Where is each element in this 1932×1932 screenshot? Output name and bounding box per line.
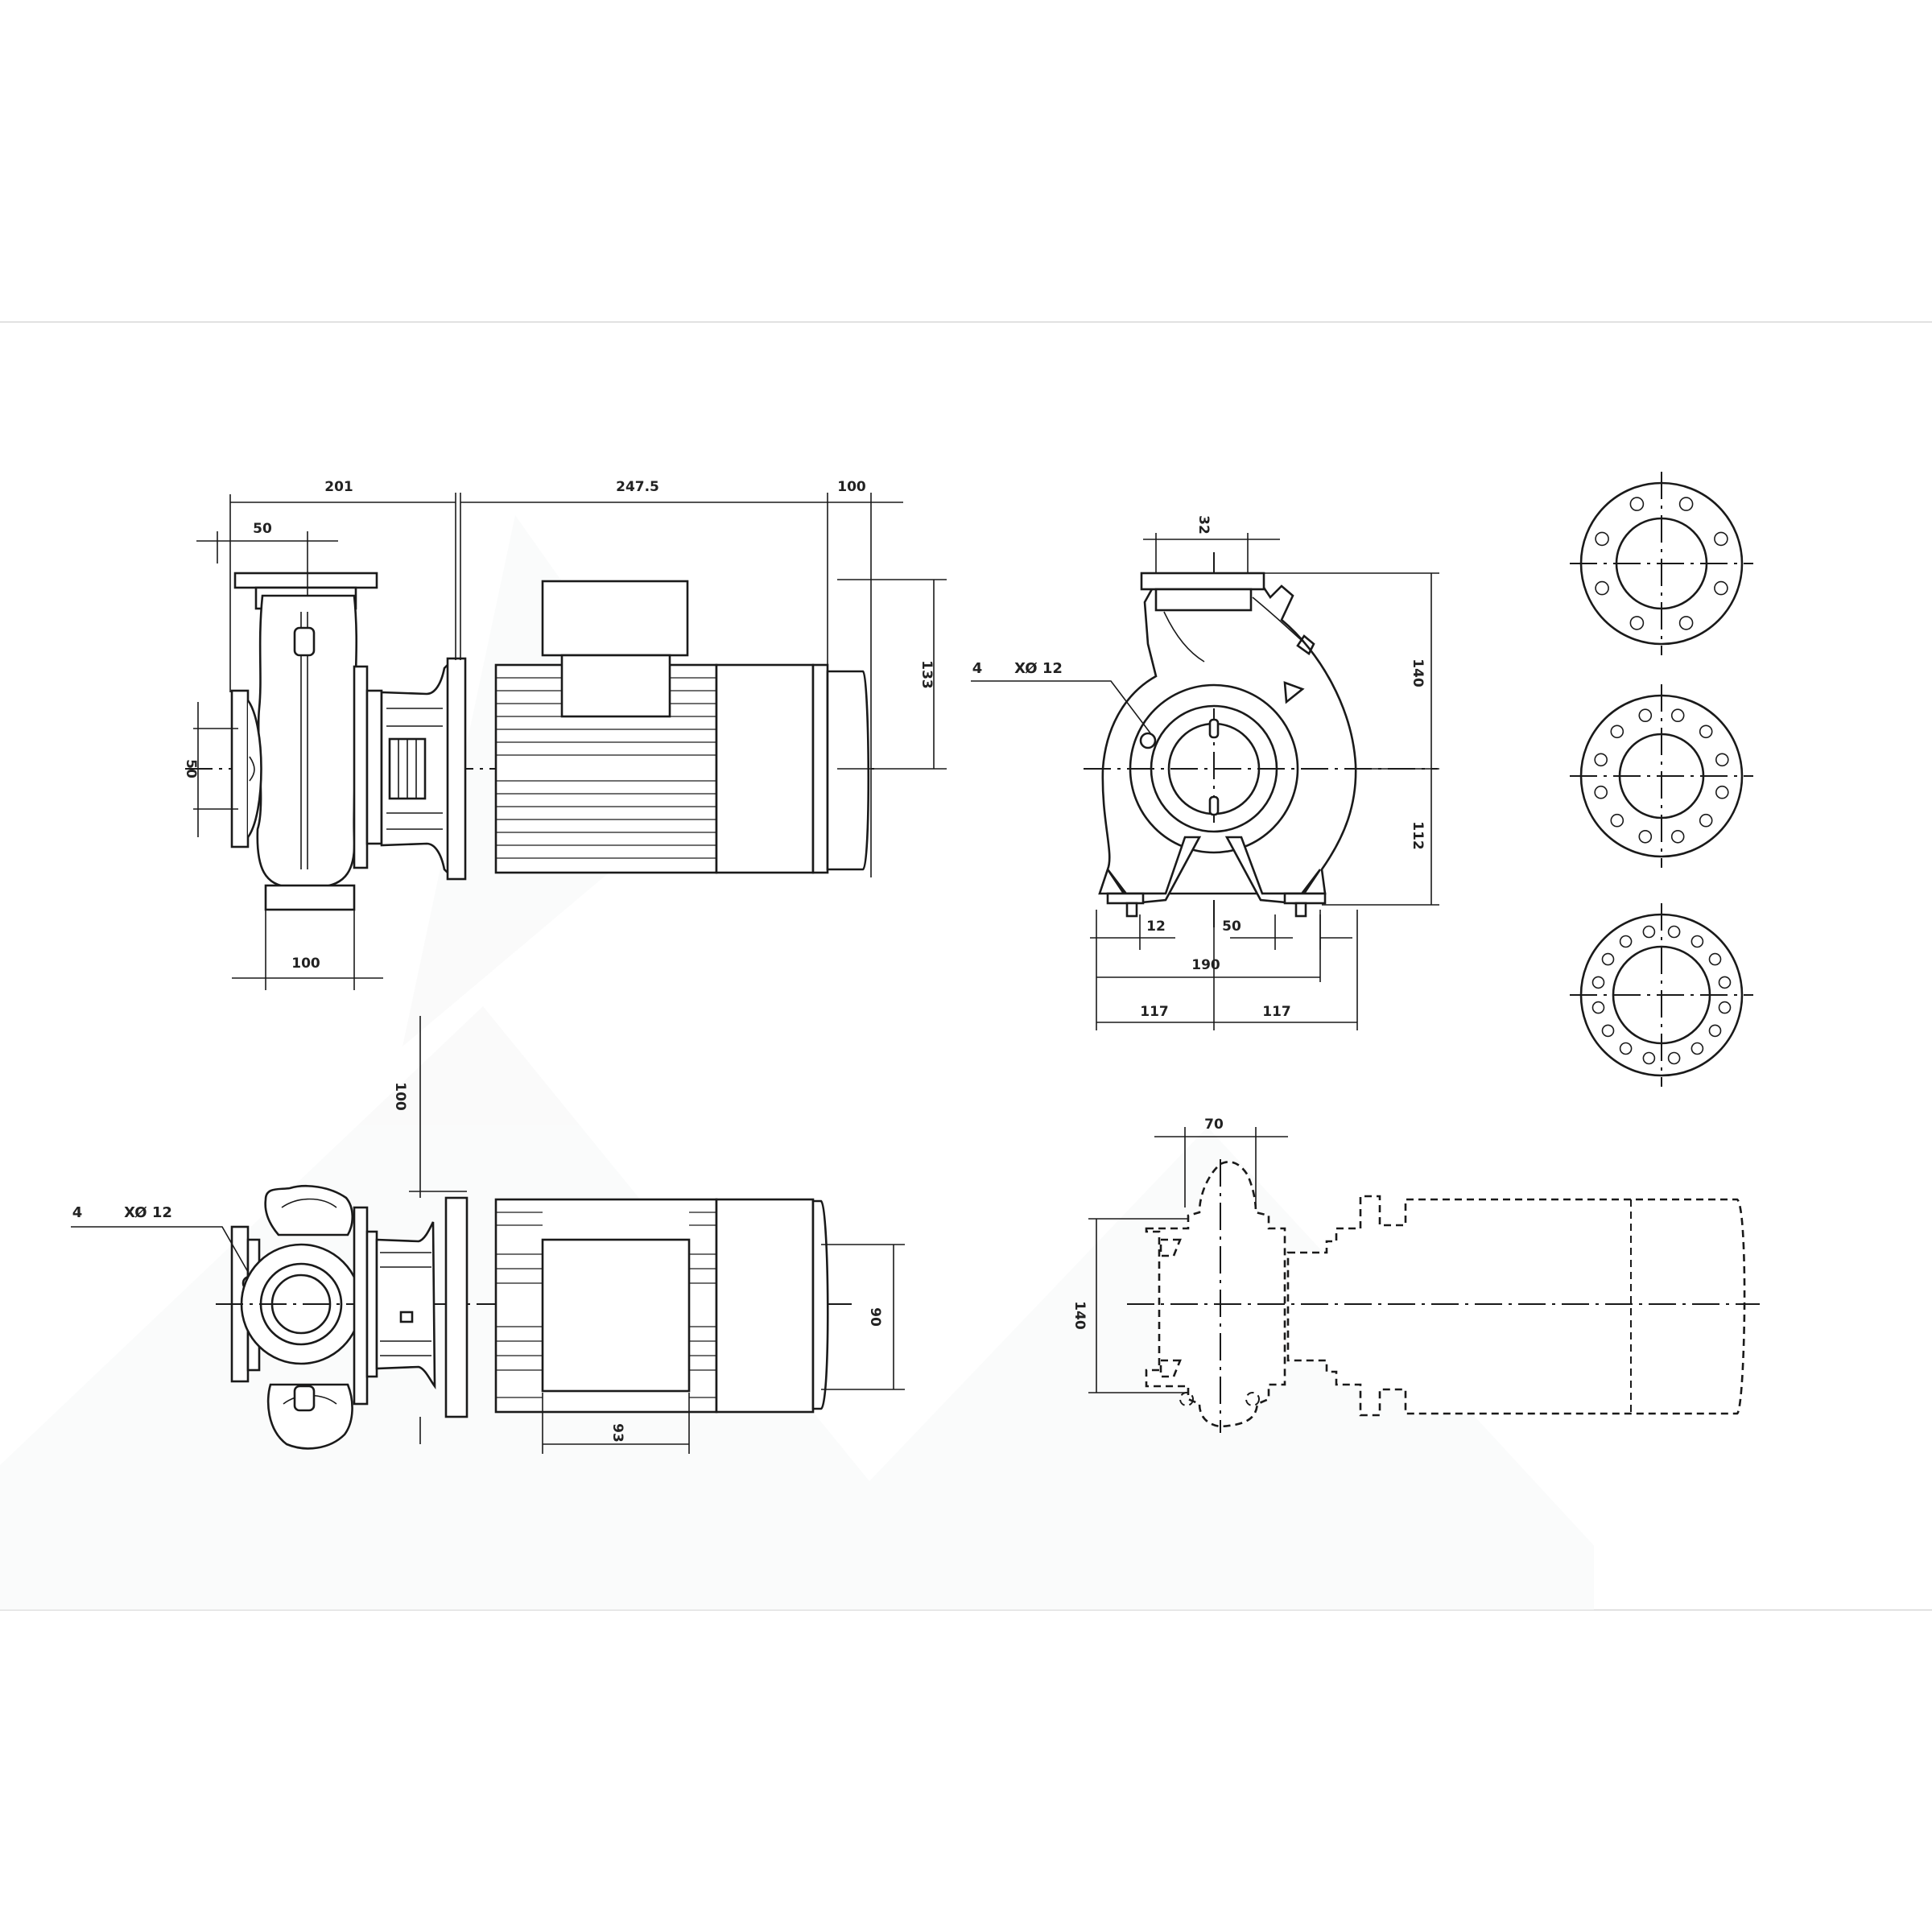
top-hole-spec: XØ 12 bbox=[124, 1204, 172, 1221]
bolt-hole bbox=[1708, 1024, 1722, 1038]
bolt-hole bbox=[1594, 785, 1608, 799]
flange-pattern-12-holes bbox=[1570, 684, 1753, 868]
bolt-hole bbox=[1714, 531, 1728, 547]
bolt-hole bbox=[1591, 1001, 1605, 1014]
bolt-hole bbox=[1610, 813, 1624, 828]
bolt-hole bbox=[1629, 497, 1645, 511]
dim-100-top: 100 bbox=[837, 479, 866, 495]
top-view: 100 90 93 4 XØ 12 bbox=[71, 1016, 905, 1454]
dim-247-5: 247.5 bbox=[616, 479, 659, 495]
front-view: 32 140 112 12 50 190 117 117 4 XØ 12 bbox=[971, 515, 1439, 1030]
bolt-hole bbox=[1638, 708, 1653, 723]
bolt-hole bbox=[1642, 925, 1656, 939]
dim-70: 70 bbox=[1204, 1117, 1224, 1133]
bolt-hole bbox=[1595, 580, 1609, 596]
bolt-hole bbox=[1642, 1051, 1656, 1065]
dim-90: 90 bbox=[867, 1307, 883, 1327]
side-view: 201 50 247.5 100 50 133 100 bbox=[183, 479, 947, 990]
front-hole-count: 4 bbox=[972, 660, 983, 677]
bolt-hole bbox=[1638, 830, 1653, 844]
bolt-hole bbox=[1594, 753, 1608, 767]
dim-201: 201 bbox=[324, 479, 353, 495]
dim-50-side: 50 bbox=[253, 521, 272, 537]
bolt-hole bbox=[1667, 925, 1681, 939]
bolt-hole bbox=[1699, 813, 1713, 828]
dim-93: 93 bbox=[609, 1423, 625, 1443]
alternate-view: 70 140 bbox=[1071, 1117, 1760, 1433]
bolt-hole bbox=[1619, 935, 1633, 948]
dim-12: 12 bbox=[1146, 919, 1166, 935]
top-hole-count: 4 bbox=[72, 1204, 83, 1221]
bolt-hole bbox=[1715, 785, 1729, 799]
dim-100-top-view: 100 bbox=[392, 1082, 408, 1111]
bolt-hole bbox=[1591, 976, 1605, 989]
bolt-hole bbox=[1678, 497, 1694, 511]
dim-140-front: 140 bbox=[1410, 658, 1426, 687]
bolt-hole bbox=[1619, 1042, 1633, 1055]
bolt-hole bbox=[1670, 830, 1685, 844]
dim-140-alt: 140 bbox=[1071, 1301, 1088, 1330]
dim-32: 32 bbox=[1195, 515, 1212, 535]
bolt-hole bbox=[1699, 724, 1713, 739]
bolt-hole bbox=[1629, 616, 1645, 630]
bolt-hole bbox=[1678, 616, 1694, 630]
bolt-hole bbox=[1690, 935, 1704, 948]
dim-133: 133 bbox=[919, 660, 935, 689]
dim-50-front: 50 bbox=[1222, 919, 1241, 935]
dim-190: 190 bbox=[1191, 957, 1220, 973]
dim-100-foot: 100 bbox=[291, 956, 320, 972]
bolt-hole bbox=[1708, 952, 1722, 966]
flange-pattern-16-holes bbox=[1570, 903, 1753, 1087]
bolt-hole bbox=[1595, 531, 1609, 547]
flange-patterns bbox=[1570, 472, 1753, 1087]
bolt-hole bbox=[1601, 1024, 1615, 1038]
bolt-hole bbox=[1718, 1001, 1732, 1014]
dim-117-right: 117 bbox=[1262, 1004, 1291, 1020]
top-motor-fins bbox=[496, 1212, 716, 1398]
dim-117-left: 117 bbox=[1140, 1004, 1169, 1020]
bolt-hole bbox=[1670, 708, 1685, 723]
bolt-hole bbox=[1610, 724, 1624, 739]
bolt-hole bbox=[1715, 753, 1729, 767]
bolt-hole bbox=[1718, 976, 1732, 989]
bolt-hole bbox=[1667, 1051, 1681, 1065]
flange-pattern-8-holes bbox=[1570, 472, 1753, 655]
front-hole-spec: XØ 12 bbox=[1014, 660, 1063, 677]
bolt-hole bbox=[1714, 580, 1728, 596]
dim-112: 112 bbox=[1410, 821, 1426, 850]
bolt-hole bbox=[1601, 952, 1615, 966]
dim-50-vertical: 50 bbox=[183, 759, 199, 778]
bolt-hole bbox=[1690, 1042, 1704, 1055]
